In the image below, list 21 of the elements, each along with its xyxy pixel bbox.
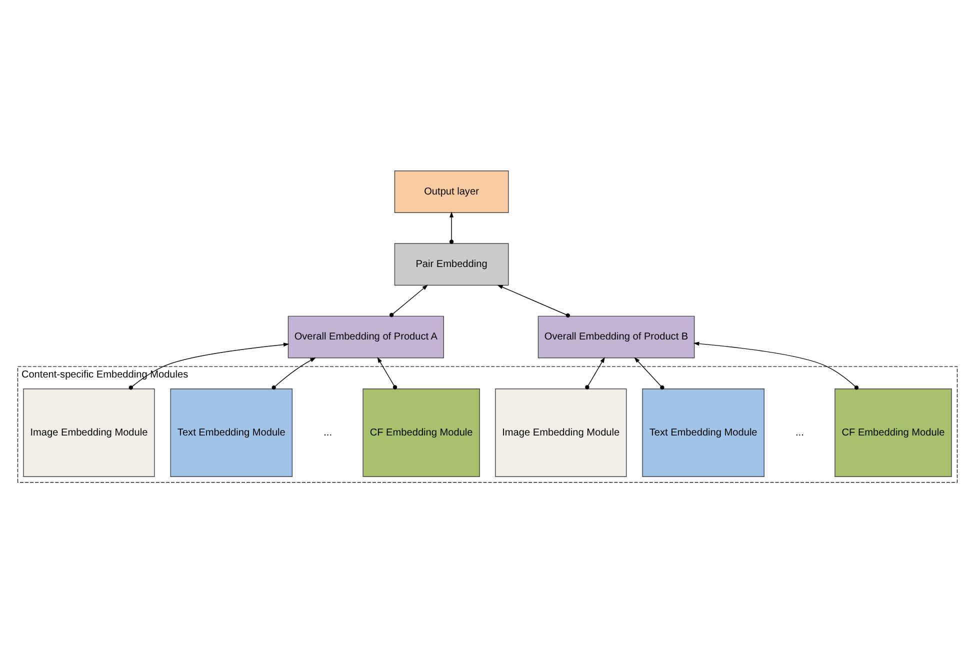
arrow [389,284,428,317]
label: ... [324,426,332,438]
node-box: Text Embedding Module [642,388,764,476]
node-box: CF Embedding Module [834,388,952,476]
arrow [449,211,454,244]
arrow [128,342,290,390]
arrow [693,341,859,390]
arrow [377,356,398,389]
node-box: Overall Embedding of Product B [538,315,695,358]
arrow [585,356,605,389]
node-box: Image Embedding Module [23,388,155,476]
node-box: Output layer [394,170,509,212]
arrow [634,356,664,390]
node-box: Text Embedding Module [170,388,293,476]
node-box: CF Embedding Module [362,388,480,476]
arrow [272,357,316,390]
node-box: Pair Embedding [394,242,509,286]
label: ... [796,426,804,438]
arrow [497,284,570,318]
node-box: Image Embedding Module [495,388,627,476]
node-box: Overall Embedding of Product A [288,315,444,358]
